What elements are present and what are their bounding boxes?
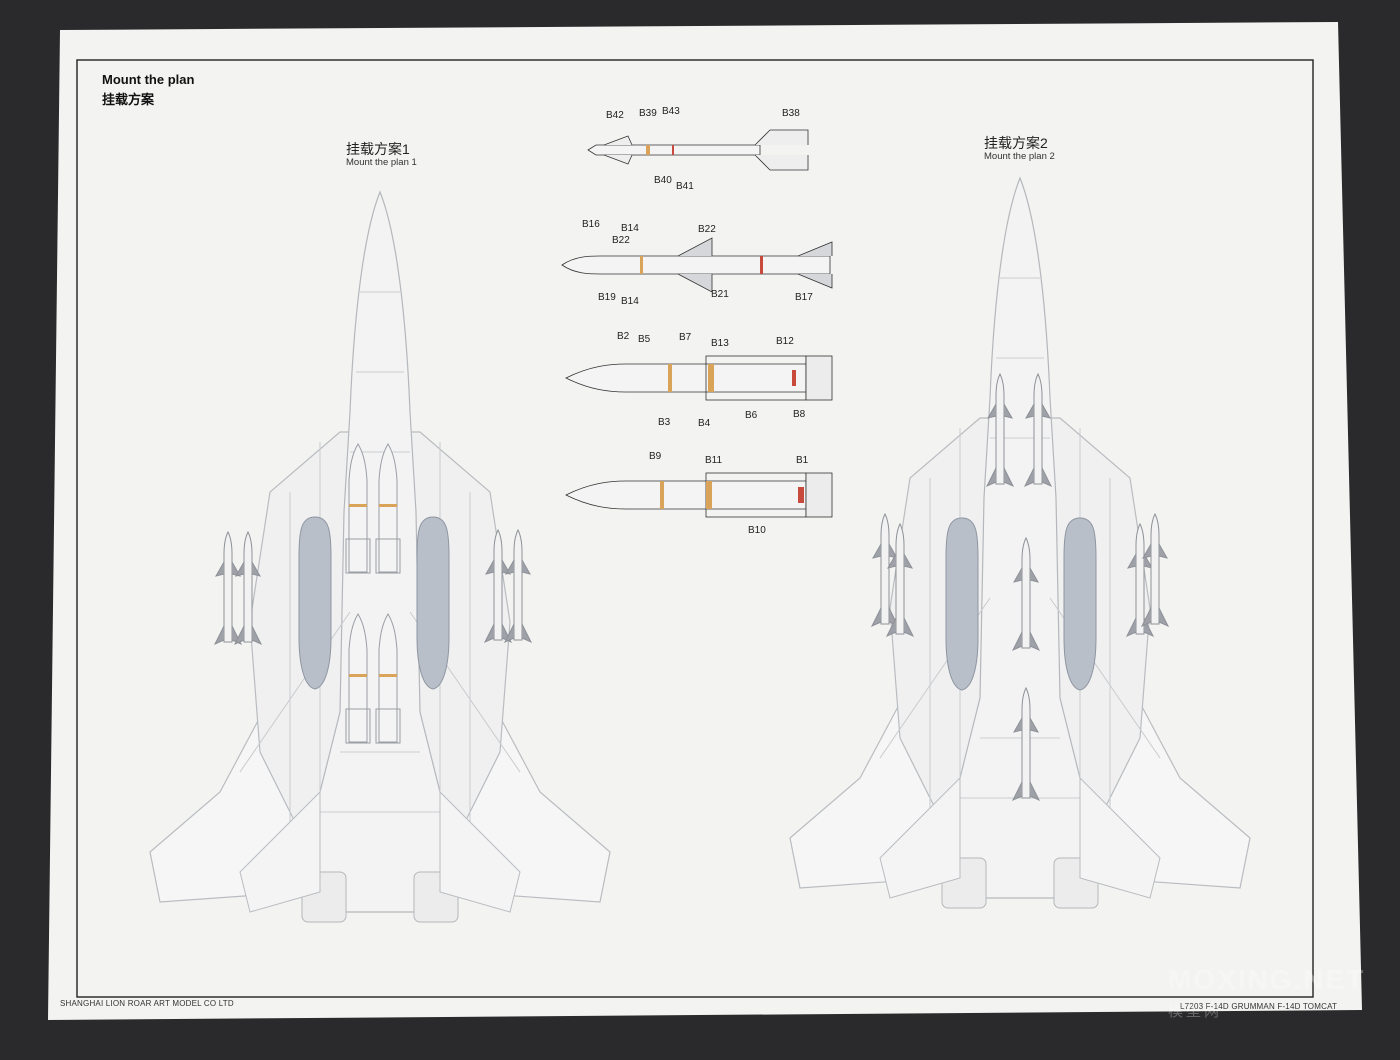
page-frame xyxy=(76,59,1314,998)
part-label: B40 xyxy=(654,175,672,186)
header-title-en: Mount the plan xyxy=(102,72,195,87)
part-label: B6 xyxy=(745,410,758,421)
missile-sidewinder xyxy=(587,129,809,171)
part-label: B43 xyxy=(662,106,680,117)
part-label: B19 xyxy=(598,292,616,303)
watermark-logo: MOXING.NET xyxy=(1168,964,1366,995)
part-label: B5 xyxy=(638,334,651,345)
part-label: B17 xyxy=(795,292,813,303)
part-label: B16 xyxy=(582,219,600,230)
part-label: B11 xyxy=(705,455,723,466)
part-label: B22 xyxy=(612,235,630,246)
missile-sparrow xyxy=(561,237,833,293)
part-label: B38 xyxy=(782,108,800,119)
part-label: B12 xyxy=(776,336,794,347)
part-label: B9 xyxy=(649,451,662,462)
footer-product: L7203 F-14D GRUMMAN F-14D TOMCAT xyxy=(1180,1002,1338,1011)
plan1-title-cn: 挂载方案1 xyxy=(346,141,410,157)
part-label: B42 xyxy=(606,110,624,121)
missile-phoenix-1 xyxy=(565,355,833,401)
plan1-title-en: Mount the plan 1 xyxy=(346,157,417,168)
part-label: B1 xyxy=(796,455,809,466)
part-label: B4 xyxy=(698,418,711,429)
part-label: B7 xyxy=(679,332,692,343)
part-label: B41 xyxy=(676,181,694,192)
part-label: B8 xyxy=(793,409,806,420)
missile-phoenix-2 xyxy=(565,472,833,518)
part-label: B14 xyxy=(621,296,639,307)
plan2-title-en: Mount the plan 2 xyxy=(984,151,1055,162)
part-label: B2 xyxy=(617,331,630,342)
part-label: B22 xyxy=(698,224,716,235)
watermark-logo-cn: 模型网 xyxy=(1168,1003,1223,1020)
part-label: B39 xyxy=(639,108,657,119)
part-label: B10 xyxy=(748,525,766,536)
plan2-title-cn: 挂载方案2 xyxy=(984,135,1048,151)
part-label: B14 xyxy=(621,223,639,234)
part-label: B13 xyxy=(711,338,729,349)
part-label: B3 xyxy=(658,417,671,428)
footer-company: SHANGHAI LION ROAR ART MODEL CO LTD xyxy=(60,999,234,1008)
header-title-cn: 挂载方案 xyxy=(102,92,155,107)
part-label: B21 xyxy=(711,289,729,300)
